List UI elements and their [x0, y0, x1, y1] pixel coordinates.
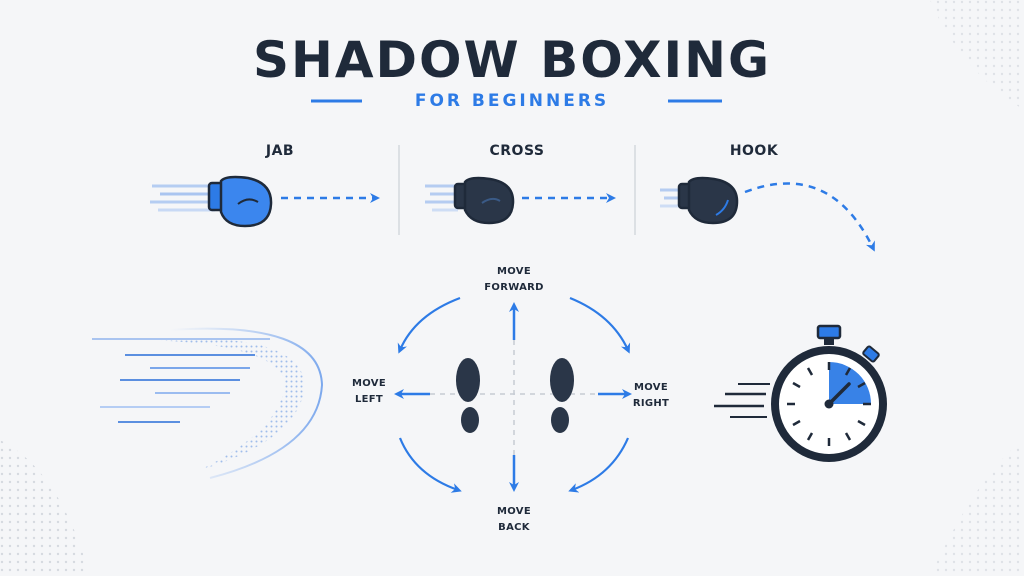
footprints-icon — [456, 358, 574, 433]
halftone-decoration — [0, 440, 90, 576]
arc-arrow — [397, 296, 461, 354]
motion-swoosh-decoration — [92, 327, 324, 479]
arc-arrow — [568, 437, 630, 493]
page-title: SHADOW BOXING — [253, 31, 771, 89]
arc-arrow — [569, 296, 631, 354]
dark-boxing-glove-icon — [677, 176, 739, 225]
stopwatch-icon — [771, 324, 887, 462]
punch-label-jab: JAB — [265, 143, 295, 159]
movement-crosshair — [410, 320, 620, 470]
dark-boxing-glove-icon — [453, 176, 515, 225]
jab-speed-lines — [150, 184, 215, 212]
halftone-decoration — [930, 440, 1024, 576]
blue-boxing-glove-icon — [207, 175, 273, 228]
arc-arrow — [398, 437, 462, 493]
page-subtitle: FOR BEGINNERS — [414, 91, 610, 111]
move-forward-label: MOVE FORWARD — [484, 266, 544, 293]
punch-label-hook: HOOK — [729, 143, 779, 159]
move-left-label: MOVE LEFT — [352, 378, 386, 405]
stopwatch-speed-lines — [714, 383, 770, 418]
punch-label-cross: CROSS — [489, 143, 545, 159]
cross-speed-lines — [425, 184, 458, 212]
move-back-label: MOVE BACK — [497, 506, 531, 533]
move-right-label: MOVE RIGHT — [632, 382, 670, 409]
hook-arrow — [744, 182, 875, 252]
halftone-decoration — [930, 0, 1024, 110]
